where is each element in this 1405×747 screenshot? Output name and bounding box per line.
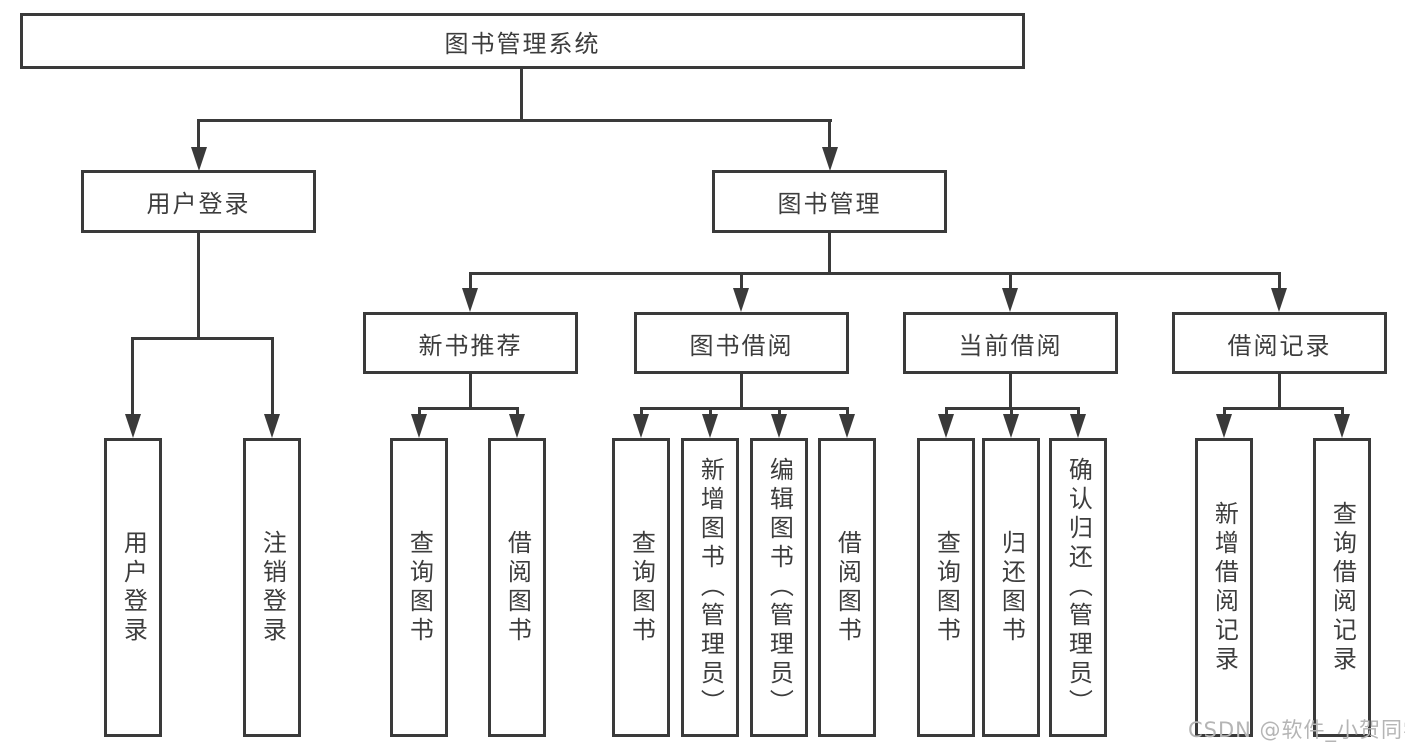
connector-bookborrow-stem-1 — [640, 407, 643, 419]
connector-userlogin-stem-1 — [131, 337, 134, 419]
connector-currentborrow-stem-1 — [945, 407, 948, 419]
arrow-down-icon — [125, 414, 141, 438]
leaf-borrow-books-borrow-label: 借阅图书 — [833, 529, 862, 646]
connector-bookborrow-stem-2 — [709, 407, 712, 419]
connector-bookmgmt-vline — [828, 233, 831, 275]
node-current-borrow: 当前借阅 — [903, 312, 1118, 374]
node-borrow-records: 借阅记录 — [1172, 312, 1387, 374]
connector-currentborrow-stem-3 — [1077, 407, 1080, 419]
connector-bookborrow-stem-3 — [778, 407, 781, 419]
leaf-borrow-books-newbook: 借阅图书 — [488, 438, 546, 737]
arrow-down-icon — [191, 147, 207, 171]
leaf-edit-book-admin-label: 编辑图书（管理员） — [765, 457, 794, 718]
arrow-down-icon — [822, 147, 838, 171]
leaf-add-book-admin-label: 新增图书（管理员） — [696, 457, 725, 718]
leaf-query-borrow-record: 查询借阅记录 — [1313, 438, 1371, 737]
node-new-book-recommend-label: 新书推荐 — [418, 331, 523, 360]
arrow-down-icon — [411, 414, 427, 438]
leaf-return-book: 归还图书 — [982, 438, 1040, 737]
node-root-label: 图书管理系统 — [444, 29, 601, 58]
leaf-user-login-label: 用户登录 — [119, 529, 148, 646]
connector-borrowrecords-stem-2 — [1341, 407, 1344, 419]
connector-currentborrow-vline — [1009, 374, 1012, 410]
arrow-down-icon — [733, 288, 749, 312]
arrow-down-icon — [1003, 414, 1019, 438]
leaf-query-books-newbook-label: 查询图书 — [405, 529, 434, 646]
node-current-borrow-label: 当前借阅 — [958, 331, 1063, 360]
arrow-down-icon — [1002, 288, 1018, 312]
connector-userlogin-stem-2 — [271, 337, 274, 419]
connector-userlogin-hbar — [132, 337, 274, 340]
leaf-query-borrow-record-label: 查询借阅记录 — [1328, 500, 1357, 675]
leaf-logout-label: 注销登录 — [258, 529, 287, 646]
node-new-book-recommend: 新书推荐 — [363, 312, 578, 374]
arrow-down-icon — [264, 414, 280, 438]
leaf-edit-book-admin: 编辑图书（管理员） — [750, 438, 808, 737]
leaf-query-books-current: 查询图书 — [917, 438, 975, 737]
connector-newbook-stem-2 — [516, 407, 519, 419]
connector-newbook-hbar — [418, 407, 518, 410]
connector-root-hbar — [198, 119, 832, 122]
connector-borrowrecords-vline — [1278, 374, 1281, 410]
leaf-return-book-label: 归还图书 — [997, 529, 1026, 646]
connector-bookmgmt-stem-1 — [469, 272, 472, 292]
leaf-query-books-current-label: 查询图书 — [932, 529, 961, 646]
arrow-down-icon — [839, 414, 855, 438]
node-root: 图书管理系统 — [20, 13, 1025, 69]
node-book-management: 图书管理 — [712, 170, 947, 233]
arrow-down-icon — [771, 414, 787, 438]
connector-borrowrecords-stem-1 — [1223, 407, 1226, 419]
leaf-add-book-admin: 新增图书（管理员） — [681, 438, 739, 737]
node-user-login-label: 用户登录 — [146, 190, 251, 218]
node-user-login: 用户登录 — [81, 170, 316, 233]
connector-root-vline — [520, 69, 523, 121]
arrow-down-icon — [462, 288, 478, 312]
arrow-down-icon — [509, 414, 525, 438]
node-borrow-records-label: 借阅记录 — [1227, 331, 1332, 360]
leaf-query-books-borrow: 查询图书 — [612, 438, 670, 737]
arrow-down-icon — [633, 414, 649, 438]
connector-bookmgmt-stem-4 — [1278, 272, 1281, 292]
leaf-confirm-return-admin-label: 确认归还（管理员） — [1064, 457, 1093, 718]
leaf-add-borrow-record-label: 新增借阅记录 — [1210, 500, 1239, 675]
connector-bookborrow-hbar — [640, 407, 848, 410]
connector-root-stem-right — [828, 119, 831, 151]
leaf-query-books-borrow-label: 查询图书 — [627, 529, 656, 646]
leaf-borrow-books-newbook-label: 借阅图书 — [503, 529, 532, 646]
connector-bookborrow-vline — [740, 374, 743, 410]
connector-currentborrow-stem-2 — [1010, 407, 1013, 419]
node-book-management-label: 图书管理 — [777, 190, 882, 218]
connector-root-stem-left — [197, 119, 200, 151]
leaf-query-books-newbook: 查询图书 — [390, 438, 448, 737]
leaf-confirm-return-admin: 确认归还（管理员） — [1049, 438, 1107, 737]
node-book-borrow-label: 图书借阅 — [689, 331, 794, 360]
leaf-user-login: 用户登录 — [104, 438, 162, 737]
connector-newbook-vline — [469, 374, 472, 410]
arrow-down-icon — [1070, 414, 1086, 438]
node-book-borrow: 图书借阅 — [634, 312, 849, 374]
arrow-down-icon — [1271, 288, 1287, 312]
connector-bookmgmt-hbar — [469, 272, 1281, 275]
arrow-down-icon — [702, 414, 718, 438]
connector-borrowrecords-hbar — [1223, 407, 1343, 410]
connector-bookborrow-stem-4 — [846, 407, 849, 419]
arrow-down-icon — [938, 414, 954, 438]
connector-newbook-stem-1 — [418, 407, 421, 419]
arrow-down-icon — [1216, 414, 1232, 438]
arrow-down-icon — [1334, 414, 1350, 438]
watermark: CSDN @软件_小贺同学 — [1188, 718, 1405, 742]
connector-bookmgmt-stem-3 — [1009, 272, 1012, 292]
leaf-borrow-books-borrow: 借阅图书 — [818, 438, 876, 737]
connector-userlogin-vline — [197, 233, 200, 340]
connector-bookmgmt-stem-2 — [740, 272, 743, 292]
leaf-add-borrow-record: 新增借阅记录 — [1195, 438, 1253, 737]
leaf-logout: 注销登录 — [243, 438, 301, 737]
